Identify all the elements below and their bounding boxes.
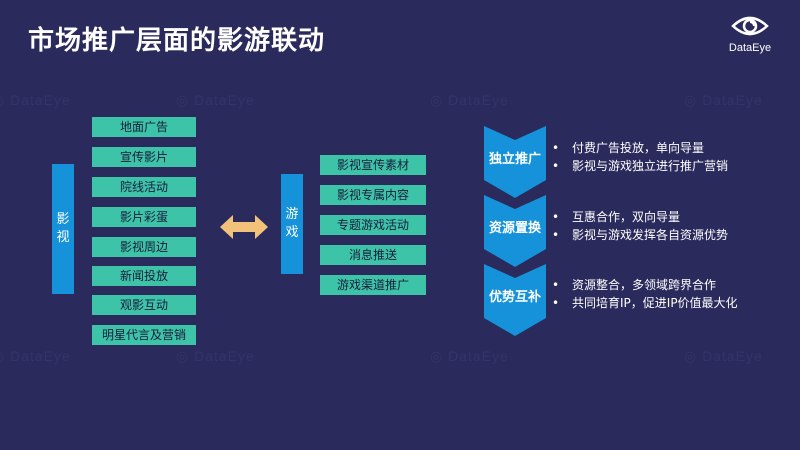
logo-text: DataEye [728, 42, 772, 54]
film-item: 观影互动 [92, 295, 196, 315]
stage-label: 资源置换 [488, 221, 541, 236]
watermark: DataEye [176, 92, 255, 109]
game-item: 游戏渠道推广 [320, 275, 426, 295]
stage-point: 资源整合，多领域跨界合作 [552, 276, 738, 294]
film-item: 院线活动 [92, 177, 196, 197]
stage-points: 付费广告投放，单向导量 影视与游戏独立进行推广营销 [552, 139, 728, 175]
stage-chevron: 资源置换 [484, 195, 546, 267]
film-item: 影片彩蛋 [92, 207, 196, 227]
film-item: 宣传影片 [92, 147, 196, 167]
stage-point: 影视与游戏发挥各自资源优势 [552, 226, 728, 244]
watermark: DataEye [684, 348, 763, 365]
watermark: DataEye [0, 92, 71, 109]
game-item: 消息推送 [320, 245, 426, 265]
stage-label: 优势互补 [488, 290, 541, 305]
eye-icon [731, 16, 769, 36]
stage-point: 互惠合作，双向导量 [552, 208, 728, 226]
stage-chevron: 优势互补 [484, 264, 546, 336]
game-item: 影视宣传素材 [320, 155, 426, 175]
film-item: 地面广告 [92, 117, 196, 137]
stage-points: 互惠合作，双向导量 影视与游戏发挥各自资源优势 [552, 208, 728, 244]
game-group-label: 游戏 [281, 174, 303, 274]
stage-point: 影视与游戏独立进行推广营销 [552, 157, 728, 175]
watermark: DataEye [0, 348, 71, 365]
watermark: DataEye [176, 348, 255, 365]
double-arrow-icon [220, 215, 268, 239]
film-item: 影视周边 [92, 237, 196, 257]
film-group-label: 影视 [52, 164, 74, 294]
watermark: DataEye [430, 348, 509, 365]
stage-label: 独立推广 [488, 152, 541, 167]
film-group-text: 影视 [56, 212, 70, 245]
stage-chevron: 独立推广 [484, 126, 546, 198]
watermark: DataEye [684, 92, 763, 109]
stage-point: 付费广告投放，单向导量 [552, 139, 728, 157]
game-item: 影视专属内容 [320, 185, 426, 205]
stage-point: 共同培育IP，促进IP价值最大化 [552, 294, 738, 312]
film-item: 新闻投放 [92, 266, 196, 286]
game-group-text: 游戏 [285, 207, 299, 240]
game-item: 专题游戏活动 [320, 215, 426, 235]
page-title: 市场推广层面的影游联动 [28, 26, 326, 56]
stage-points: 资源整合，多领域跨界合作 共同培育IP，促进IP价值最大化 [552, 276, 738, 312]
logo: DataEye [718, 12, 782, 54]
watermark: DataEye [430, 92, 509, 109]
film-item: 明星代言及营销 [92, 325, 196, 345]
